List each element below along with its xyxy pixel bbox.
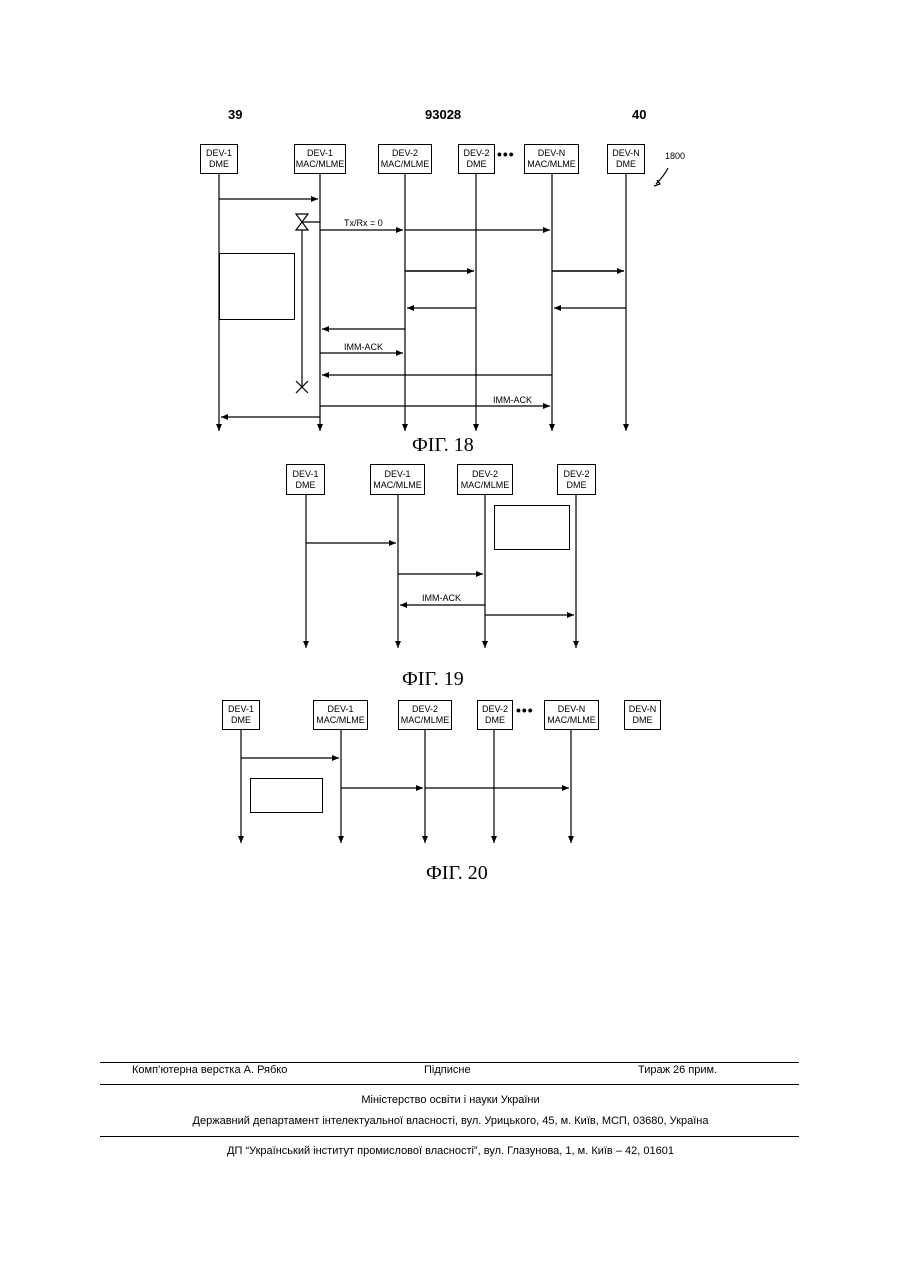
footer-rule-top bbox=[100, 1062, 799, 1063]
footer-rule-middle bbox=[100, 1084, 799, 1085]
footer-rule-bottom bbox=[100, 1136, 799, 1137]
fig18-reference-number: 1800 bbox=[665, 151, 685, 161]
fig18-header-dev2-mac: DEV-2MAC/MLME bbox=[378, 144, 432, 174]
fig18-caption: ФІГ. 18 bbox=[412, 434, 474, 457]
fig18-msg-imm-ack-1: IMM-ACK bbox=[344, 342, 383, 352]
footer-department: Державний департамент інтелектуальної вл… bbox=[0, 1115, 901, 1127]
fig20-process-box bbox=[250, 778, 323, 813]
fig19-msg-imm-ack: IMM-ACK bbox=[422, 593, 461, 603]
fig20-header-dev2-dme: DEV-2DME bbox=[477, 700, 513, 730]
fig19-header-dev1-dme: DEV-1DME bbox=[286, 464, 325, 495]
fig18-header-devn-dme: DEV-NDME bbox=[607, 144, 645, 174]
fig20-header-devn-dme: DEV-NDME bbox=[624, 700, 661, 730]
fig20-header-dev2-mac: DEV-2MAC/MLME bbox=[398, 700, 452, 730]
fig18-header-dev1-dme: DEV-1DME bbox=[200, 144, 238, 174]
fig18-header-dev2-dme: DEV-2DME bbox=[458, 144, 495, 174]
fig18-process-box bbox=[219, 253, 295, 320]
fig18-msg-txrx: Tx/Rx = 0 bbox=[344, 218, 383, 228]
fig20-header-devn-mac: DEV-NMAC/MLME bbox=[544, 700, 599, 730]
fig19-header-dev1-mac: DEV-1MAC/MLME bbox=[370, 464, 425, 495]
ellipsis-icon: ••• bbox=[516, 702, 534, 718]
fig19-process-box bbox=[494, 505, 570, 550]
footer-institute: ДП “Український інститут промислової вла… bbox=[0, 1145, 901, 1157]
footer-signed: Підписне bbox=[424, 1064, 471, 1076]
fig18-header-dev1-mac: DEV-1MAC/MLME bbox=[294, 144, 346, 174]
footer-circulation: Тираж 26 прим. bbox=[638, 1064, 717, 1076]
ellipsis-icon: ••• bbox=[497, 146, 515, 162]
fig18-header-devn-mac: DEV-NMAC/MLME bbox=[524, 144, 579, 174]
fig20-header-dev1-dme: DEV-1DME bbox=[222, 700, 260, 730]
footer-layout-credit: Комп’ютерна верстка А. Рябко bbox=[132, 1064, 287, 1076]
fig18-msg-imm-ack-2: IMM-ACK bbox=[493, 395, 532, 405]
footer-ministry: Міністерство освіти і науки України bbox=[0, 1094, 901, 1106]
fig20-caption: ФІГ. 20 bbox=[426, 862, 488, 885]
fig19-header-dev2-mac: DEV-2MAC/MLME bbox=[457, 464, 513, 495]
fig19-caption: ФІГ. 19 bbox=[402, 668, 464, 691]
fig20-header-dev1-mac: DEV-1MAC/MLME bbox=[313, 700, 368, 730]
fig19-header-dev2-dme: DEV-2DME bbox=[557, 464, 596, 495]
